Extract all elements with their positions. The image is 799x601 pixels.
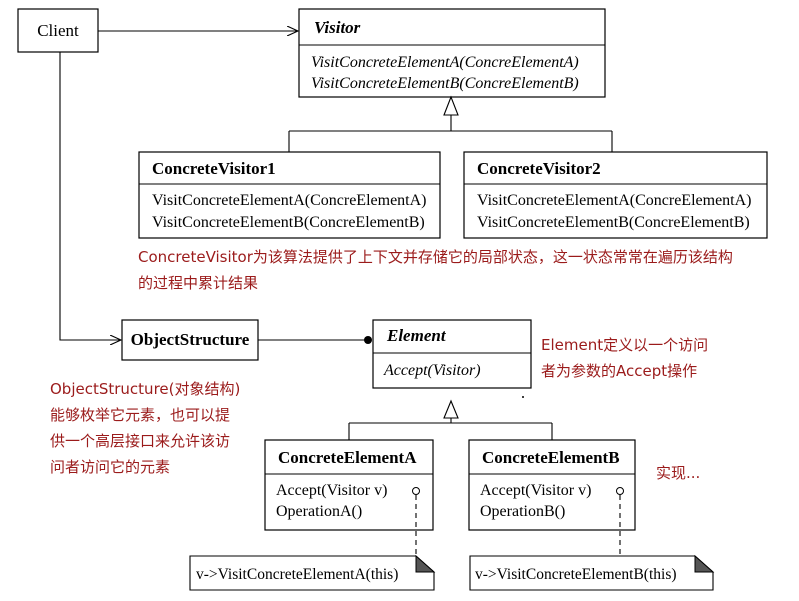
annotation-object-structure-line-3: 供一个高层接口来允许该访 [50, 432, 231, 450]
annotation-object-structure-line-1: ObjectStructure(对象结构) [50, 380, 241, 398]
client-objectstructure-association [59, 52, 121, 340]
code-note-b-text: v->VisitConcreteElementB(this) [475, 566, 677, 583]
concrete-element-b-class: ConcreteElementB Accept(Visitor v) Opera… [468, 439, 636, 531]
annotation-element-line-2: 者为参数的Accept操作 [541, 362, 698, 380]
note-connector-b [616, 487, 624, 556]
annotation-concrete-visitor-line-2: 的过程中累计结果 [138, 274, 259, 292]
code-note-b: v->VisitConcreteElementB(this) [469, 554, 715, 591]
concrete-element-a-name: ConcreteElementA [278, 448, 417, 467]
visitor-inheritance [288, 95, 613, 152]
note-connector-a [412, 487, 420, 556]
annotation-concrete-visitor-line-1: ConcreteVisitor为该算法提供了上下文并存储它的局部状态，这一状态常… [138, 248, 733, 266]
annotation-object-structure: ObjectStructure(对象结构) 能够枚举它元素，也可以提 供一个高层… [50, 376, 240, 480]
concrete-visitor-2-op-2: VisitConcreteElementB(ConcreElementB) [477, 214, 750, 231]
visitor-class-name: Visitor [314, 18, 361, 37]
element-class-name: Element [386, 326, 447, 345]
visitor-class: Visitor VisitConcreteElementA(ConcreElem… [298, 8, 606, 98]
code-note-a-text: v->VisitConcreteElementA(this) [196, 566, 398, 583]
visitor-op-2: VisitConcreteElementB(ConcreElementB) [311, 75, 579, 92]
objectstructure-element-aggregation [258, 336, 372, 344]
client-class-name: Client [37, 21, 79, 40]
annotation-implementation: 实现... [656, 460, 700, 486]
concrete-visitor-1-op-1: VisitConcreteElementA(ConcreElementA) [152, 192, 427, 209]
code-note-a: v->VisitConcreteElementA(this) [189, 554, 436, 591]
object-structure-class: ObjectStructure [121, 319, 259, 361]
visitor-op-1: VisitConcreteElementA(ConcreElementA) [311, 54, 579, 71]
concrete-element-b-op-2: OperationB() [480, 503, 565, 520]
element-class: Element Accept(Visitor) [372, 319, 532, 389]
element-op-1: Accept(Visitor) [383, 362, 481, 379]
concrete-visitor-2-name: ConcreteVisitor2 [477, 159, 601, 178]
stray-dot [522, 396, 524, 398]
concrete-visitor-1-name: ConcreteVisitor1 [152, 159, 276, 178]
concrete-visitor-2-op-1: VisitConcreteElementA(ConcreElementA) [477, 192, 752, 209]
concrete-visitor-1-class: ConcreteVisitor1 VisitConcreteElementA(C… [138, 151, 441, 239]
annotation-concrete-visitor: ConcreteVisitor为该算法提供了上下文并存储它的局部状态，这一状态常… [138, 244, 733, 296]
concrete-visitor-2-class: ConcreteVisitor2 VisitConcreteElementA(C… [463, 151, 768, 239]
annotation-element-line-1: Element定义以一个访问 [541, 336, 709, 354]
annotation-object-structure-line-2: 能够枚举它元素，也可以提 [50, 406, 231, 424]
object-structure-name: ObjectStructure [131, 330, 250, 349]
concrete-element-a-op-2: OperationA() [276, 503, 362, 520]
annotation-implementation-line-1: 实现... [656, 464, 701, 482]
annotation-object-structure-line-4: 问者访问它的元素 [50, 458, 171, 476]
element-inheritance [348, 399, 553, 440]
concrete-element-b-name: ConcreteElementB [482, 448, 620, 467]
annotation-element: Element定义以一个访问 者为参数的Accept操作 [541, 332, 708, 384]
concrete-element-a-op-1: Accept(Visitor v) [276, 482, 387, 499]
concrete-element-b-op-1: Accept(Visitor v) [480, 482, 591, 499]
client-class: Client [17, 8, 99, 53]
concrete-element-a-class: ConcreteElementA Accept(Visitor v) Opera… [264, 439, 434, 531]
concrete-visitor-1-op-2: VisitConcreteElementB(ConcreElementB) [152, 214, 425, 231]
